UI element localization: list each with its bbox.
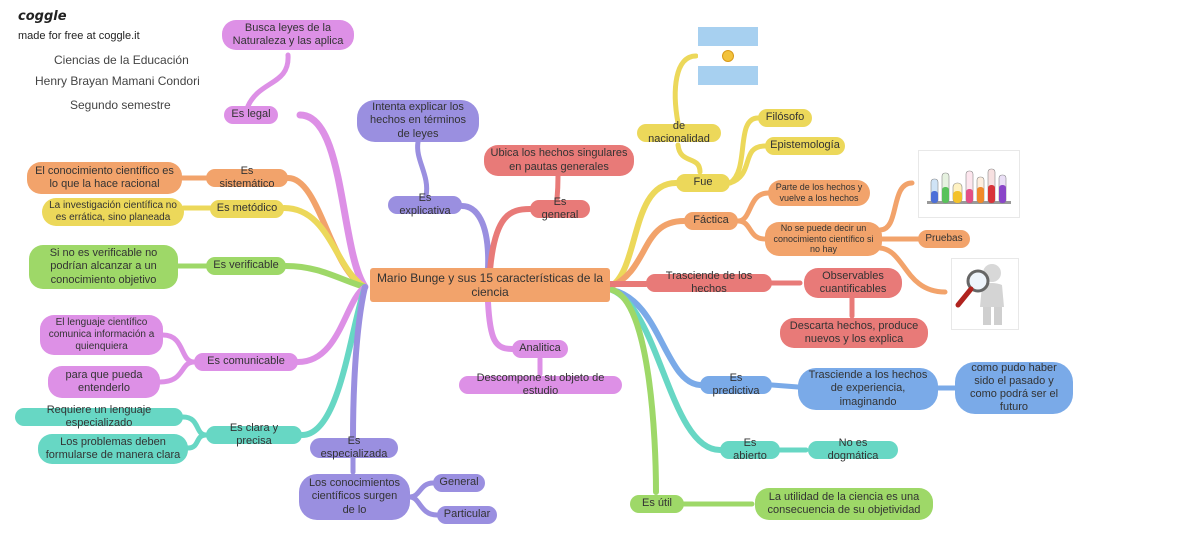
node-intenta-explicar[interactable]: Intenta explicar los hechos en términos … [357,100,479,142]
node-analitica[interactable]: Analitica [512,340,568,358]
link-magnifier [877,245,948,295]
link-intenta [415,139,430,199]
link-clara-branch [180,414,209,451]
link-factica-branch [735,190,771,242]
link-metodico [281,205,368,290]
node-parte-de-hechos[interactable]: Parte de los hechos y vuelve a los hecho… [768,180,870,206]
node-general[interactable]: General [433,474,485,492]
node-para-que-pueda[interactable]: para que pueda entenderlo [48,366,160,398]
node-problemas-deben[interactable]: Los problemas deben formularse de manera… [38,434,188,464]
node-es-comunicable[interactable]: Es comunicable [194,353,298,371]
node-particular[interactable]: Particular [437,506,497,524]
link-general [487,206,533,273]
node-conocimiento-racional[interactable]: El conocimiento científico es lo que la … [27,162,182,194]
central-topic[interactable]: Mario Bunge y sus 15 características de … [370,268,610,302]
node-es-explicativa[interactable]: Es explicativa [388,192,462,217]
node-como-pudo-haber[interactable]: como pudo haber sido el pasado y como po… [955,362,1073,414]
node-si-no-verificable[interactable]: Si no es verificable no podrían alcanzar… [29,245,178,289]
link-verificable [283,263,368,290]
test-tubes-icon [918,150,1020,218]
made-for-free-note[interactable]: made for free at coggle.it [18,30,140,42]
node-es-abierto[interactable]: Es abierto [720,437,780,462]
link-tubes [877,180,915,233]
magnifier-figure-icon [951,258,1019,330]
node-es-especializada[interactable]: Es especializada [310,435,398,460]
link-factica [607,218,687,290]
node-descarta-hechos[interactable]: Descarta hechos, produce nuevos y los ex… [780,318,928,348]
node-epistemologia[interactable]: Epistemología [765,137,845,155]
node-es-general[interactable]: Es general [530,196,590,221]
header-course: Ciencias de la Educación [54,53,189,67]
header-semester: Segundo semestre [70,98,171,112]
node-utilidad-ciencia[interactable]: La utilidad de la ciencia es una consecu… [755,488,933,520]
node-trasciende-hechos[interactable]: Trasciende de los hechos [646,270,772,295]
link-analitica [485,299,515,352]
node-busca-leyes[interactable]: Busca leyes de la Naturaleza y las aplic… [222,20,354,50]
link-busca [245,52,291,109]
node-de-nacionalidad[interactable]: de nacionalidad [637,120,721,145]
node-es-verificable[interactable]: Es verificable [206,257,286,275]
node-es-clara-precisa[interactable]: Es clara y precisa [206,422,302,447]
node-es-metodico[interactable]: Es metódico [210,200,284,218]
node-es-predictiva[interactable]: Es predictiva [700,372,772,397]
node-fue[interactable]: Fue [676,174,730,192]
node-trasciende-experiencia[interactable]: Trasciende a los hechos de experiencia, … [798,368,938,410]
link-legal [296,111,369,291]
node-conocimientos-surgen[interactable]: Los conocimientos científicos surgen de … [299,474,410,520]
node-es-sistematico[interactable]: Es sistemático [206,165,288,190]
node-es-legal[interactable]: Es legal [224,106,278,124]
link-epistemologia [727,143,768,186]
argentina-flag-icon [698,27,758,85]
node-no-se-puede[interactable]: No se puede decir un conocimiento cientí… [765,222,882,256]
node-descompone[interactable]: Descompone su objeto de estudio [459,372,622,397]
node-factica[interactable]: Fáctica [684,212,738,230]
node-observables[interactable]: Observables cuantificables [804,268,902,298]
link-trasciende-exp [769,382,801,390]
node-pruebas[interactable]: Pruebas [918,230,970,248]
node-no-es-dogmatica[interactable]: No es dogmática [808,437,898,462]
link-comunicable-branch [157,332,197,385]
link-filosofo [727,115,761,186]
link-util [609,287,659,495]
node-filosofo[interactable]: Filósofo [758,109,812,127]
node-ubica-hechos[interactable]: Ubica los hechos singulares en pautas ge… [484,145,634,176]
coggle-logo[interactable]: coggle [18,9,67,24]
node-es-util[interactable]: Es útil [630,495,684,513]
link-abierto [609,287,723,453]
link-especializada [350,284,368,441]
node-lenguaje-cientifico[interactable]: El lenguaje científico comunica informac… [40,315,163,355]
link-nacionalidad [675,142,703,175]
node-investigacion-planeada[interactable]: La investigación científica no es erráti… [42,198,184,226]
link-predictiva [609,287,703,388]
link-comunicable [295,284,368,365]
header-author: Henry Brayan Mamani Condori [35,74,200,88]
link-explicativa [459,203,492,273]
node-requiere-lenguaje[interactable]: Requiere un lenguaje especializado [15,404,183,429]
link-fue [607,180,679,290]
link-flag [672,53,699,126]
link-ubica [554,173,561,202]
link-general-particular [407,480,440,518]
